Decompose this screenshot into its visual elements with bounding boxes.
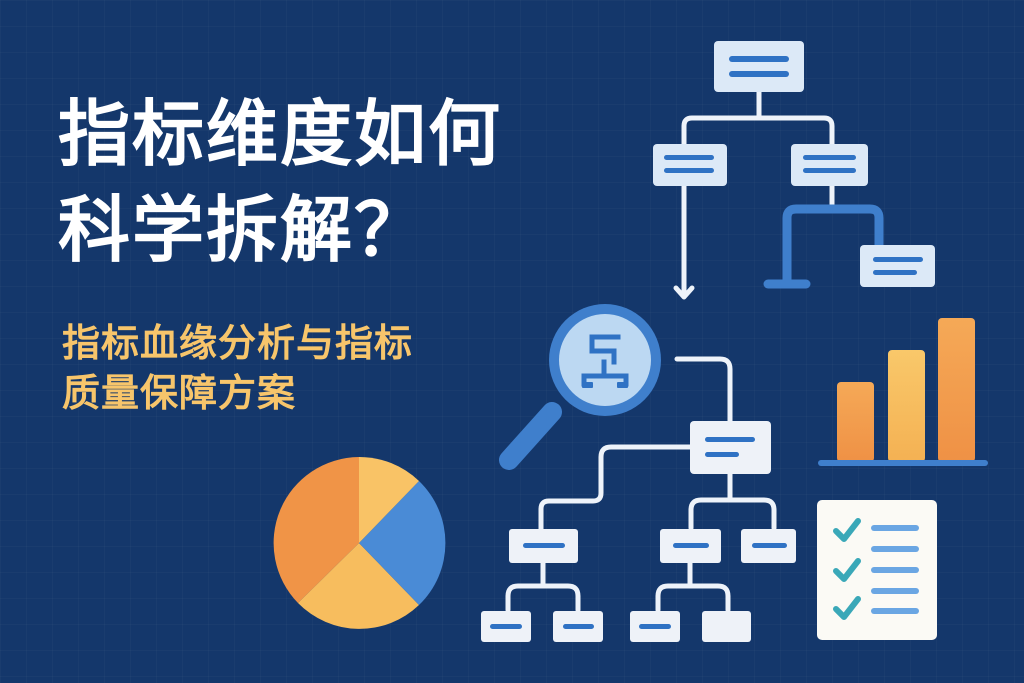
node-mid	[690, 421, 771, 474]
top-hierarchy-diagram	[653, 41, 935, 300]
subheadline-line-1: 指标血缘分析与指标	[62, 321, 414, 365]
node-root	[714, 41, 804, 92]
pie-chart-icon	[273, 456, 446, 629]
magnifier-icon	[499, 304, 661, 470]
subheadline: 指标血缘分析与指标 质量保障方案	[62, 318, 413, 418]
headline-line-2: 科学拆解？	[58, 188, 429, 272]
subheadline-line-2: 质量保障方案	[62, 371, 297, 415]
headline-line-1: 指标维度如何	[58, 92, 503, 176]
node-right	[791, 144, 868, 186]
headline: 指标维度如何 科学拆解？	[58, 86, 502, 278]
bar-chart-icon	[818, 318, 988, 466]
node-left	[653, 144, 727, 186]
checklist-icon	[817, 500, 937, 640]
bottom-hierarchy-diagram	[481, 356, 796, 642]
node-bottom-right	[860, 245, 935, 287]
